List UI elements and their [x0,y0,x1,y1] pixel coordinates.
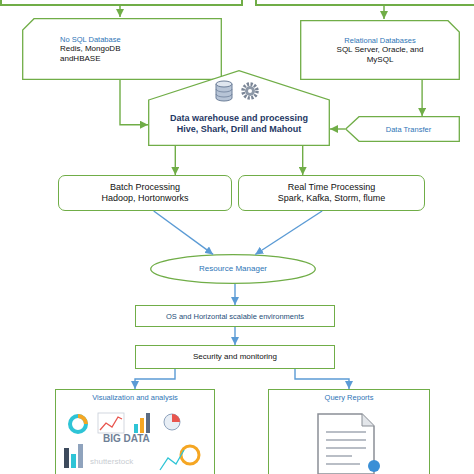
box-heading: Batch Processing [110,182,180,193]
manager-ellipse: Resource Manager [150,254,316,284]
box-heading: OS and Horizontal scalable environments [166,312,304,321]
box-text: Spark, Kafka, Storm, flume [278,193,386,204]
database-box: No SQL DatabaseRedis, MongoDB andHBASE [22,18,222,80]
box-heading: Security and monitoring [193,352,277,362]
connector-arrow [120,80,148,125]
box-text: SQL Server, Oracle, and MySQL [330,45,430,64]
process-box: Real Time ProcessingSpark, Kafka, Storm,… [238,175,425,211]
box-heading: Query Reports [325,393,374,402]
process-box: Batch ProcessingHadoop, Hortonworks [58,175,232,211]
connector-arrow [302,146,303,175]
outline-shape [23,19,222,80]
box-heading: Visualization and analysis [92,393,178,402]
connector-arrow [255,211,322,255]
box-text: Redis, MongoDB andHBASE [60,44,142,63]
outline-shape [151,255,316,284]
incoming-arrow [383,5,385,19]
node-outline [22,18,222,80]
incoming-arrow [119,5,121,17]
node-outline [148,70,330,146]
box-heading: No SQL Database [60,35,121,44]
box-heading: Resource Manager [199,264,267,274]
watermark: shutterstock [90,457,133,466]
layer-box: OS and Horizontal scalable environments [135,305,335,327]
outline-shape [149,71,330,146]
output-box: Visualization and analysis [55,389,215,474]
box-text: Hive, Shark, Drill and Mahout [177,124,302,135]
database-box: Relational DatabasesSQL Server, Oracle, … [300,20,460,80]
illustration-text: BIG DATA [103,433,150,444]
outline-shape [301,21,460,80]
box-heading: Real Time Processing [288,182,376,193]
transfer-box: Data Transfer [345,116,460,142]
box-text: Hadoop, Hortonworks [101,193,188,204]
partial-box-edge [256,0,474,5]
connector-arrow [234,327,235,345]
layer-box: Security and monitoring [135,345,335,369]
box-heading: Relational Databases [344,36,415,45]
box-heading: Data warehouse and processing [170,113,308,124]
connector-arrow [234,284,235,305]
connector-arrow [175,146,176,175]
connector-arrow [154,211,213,254]
outline-shape [346,117,460,142]
box-heading: Data Transfer [386,125,431,134]
connector-arrow [295,369,349,389]
output-box: Query Reports [268,389,430,474]
partial-box-edge [1,0,242,5]
connector-arrow [330,128,345,129]
warehouse-box: Data warehouse and processingHive, Shark… [148,70,330,146]
connector-arrow [421,80,422,116]
connector-arrow [135,369,175,389]
